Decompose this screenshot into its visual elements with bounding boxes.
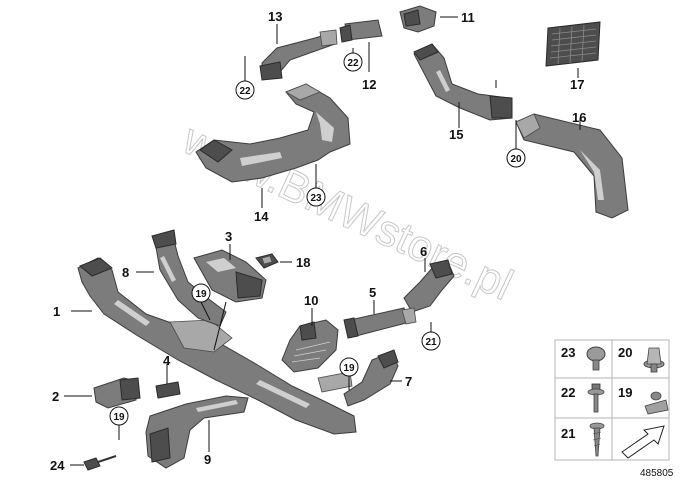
flange-bolt-icon (587, 383, 605, 413)
legend-cell-arrow[interactable] (611, 417, 670, 461)
round-head-screw-icon (586, 346, 606, 371)
callout-9: 9 (204, 452, 211, 467)
diagram-id: 485805 (640, 468, 674, 479)
circled-ref-22-left: 22 (235, 80, 255, 100)
svg-text:21: 21 (561, 426, 575, 441)
direction-arrow-icon (621, 425, 665, 459)
svg-text:19: 19 (113, 412, 125, 423)
svg-text:21: 21 (425, 337, 437, 348)
part-11-connector[interactable] (399, 5, 437, 33)
leader-lines (64, 16, 581, 466)
circled-ref-19-middle: 19 (339, 357, 359, 377)
part-4-clip[interactable] (155, 381, 181, 399)
circled-references: 22 22 23 20 19 19 19 21 (109, 52, 526, 426)
circled-ref-21: 21 (421, 331, 441, 351)
callout-14: 14 (254, 209, 269, 224)
legend-cell-19[interactable]: 19 (611, 377, 670, 419)
callout-1: 1 (53, 304, 60, 319)
part-18-sensor[interactable] (255, 253, 279, 269)
callout-24: 24 (50, 458, 65, 473)
svg-text:20: 20 (618, 345, 632, 360)
part-14-air-duct[interactable] (195, 83, 351, 183)
svg-text:22: 22 (561, 385, 575, 400)
callout-12: 12 (362, 77, 376, 92)
callout-11: 11 (461, 10, 475, 25)
part-10-duct-housing[interactable] (281, 319, 339, 373)
legend-cell-22[interactable]: 22 (554, 377, 613, 419)
circled-ref-23: 23 (306, 187, 326, 207)
callout-13: 13 (268, 9, 282, 24)
part-3-duct-bracket[interactable] (193, 249, 267, 303)
part-15-air-duct[interactable] (413, 43, 513, 121)
callout-2: 2 (52, 389, 59, 404)
part-17-vent-grille[interactable] (545, 21, 601, 67)
callout-6: 6 (420, 244, 427, 259)
svg-text:23: 23 (310, 193, 322, 204)
part-1-main-air-duct[interactable] (77, 257, 357, 435)
expanding-rivet-icon (643, 347, 665, 373)
callout-7: 7 (405, 374, 412, 389)
svg-text:19: 19 (343, 363, 355, 374)
part-12-duct-piece[interactable] (339, 19, 383, 43)
callout-15: 15 (449, 127, 463, 142)
circled-ref-19-lower: 19 (109, 406, 129, 426)
callout-18: 18 (296, 255, 310, 270)
callout-labels: 13 12 11 17 15 16 14 1 8 3 18 6 5 10 7 4… (50, 9, 586, 473)
callout-10: 10 (304, 293, 318, 308)
part-5-duct-piece[interactable] (343, 307, 417, 339)
legend-cell-21[interactable]: 21 (554, 417, 613, 461)
legend-cell-20[interactable]: 20 (611, 339, 670, 379)
circled-ref-19-upper: 19 (191, 283, 211, 303)
svg-text:22: 22 (239, 86, 251, 97)
svg-text:20: 20 (510, 154, 522, 165)
svg-text:19: 19 (195, 289, 207, 300)
callout-17: 17 (570, 77, 584, 92)
legend-cell-23[interactable]: 23 (554, 339, 613, 379)
svg-text:22: 22 (347, 58, 359, 69)
part-2-duct-adapter[interactable] (93, 377, 141, 409)
part-24-screw[interactable] (83, 455, 117, 471)
part-7-air-duct[interactable] (317, 349, 399, 407)
part-13-air-duct[interactable] (259, 29, 338, 81)
circled-ref-22-right: 22 (343, 52, 363, 72)
circled-ref-20: 20 (506, 148, 526, 168)
callout-3: 3 (225, 229, 232, 244)
self-tapping-screw-icon (589, 422, 605, 457)
part-8-air-duct[interactable] (151, 229, 227, 327)
callout-16: 16 (572, 110, 586, 125)
part-9-air-duct[interactable] (145, 395, 249, 469)
clip-nut-icon (644, 391, 669, 415)
callout-4: 4 (163, 353, 171, 368)
part-16-air-duct[interactable] (515, 113, 629, 219)
callout-8: 8 (122, 265, 129, 280)
fastener-legend: 23 20 22 (554, 339, 670, 461)
svg-text:23: 23 (561, 345, 575, 360)
callout-5: 5 (369, 285, 376, 300)
part-6-air-duct[interactable] (403, 259, 455, 313)
svg-text:19: 19 (618, 385, 632, 400)
